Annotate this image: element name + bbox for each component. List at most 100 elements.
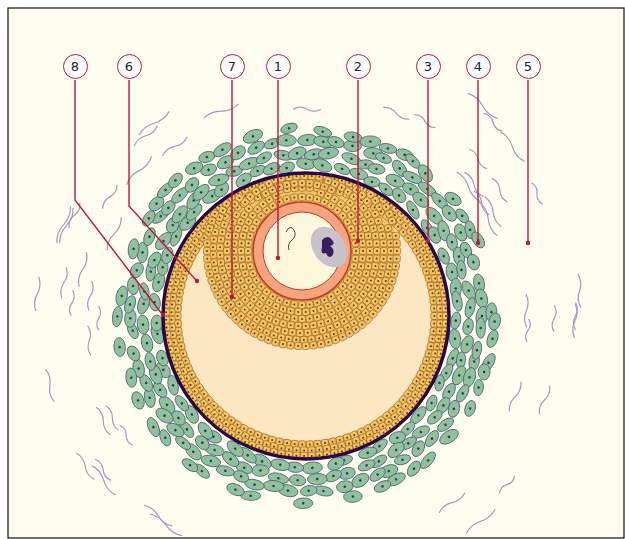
cell-nucleus [200,469,204,473]
cell-nucleus [163,414,167,418]
cell-nucleus [409,230,412,233]
cell-nucleus [381,485,384,488]
cell-nucleus [407,237,410,240]
cell-nucleus [262,297,265,300]
cell-nucleus [491,337,494,340]
cell-nucleus [289,310,291,312]
cell-nucleus [460,214,464,218]
cell-nucleus [399,219,402,222]
theca-cell [446,399,461,419]
cell-nucleus [130,376,133,379]
cell-body [263,480,285,493]
cell-nucleus [322,140,325,143]
cell-nucleus [286,198,288,200]
cell-nucleus [326,448,328,450]
cell-nucleus [225,423,228,426]
cell-nucleus [388,420,391,423]
cell-nucleus [452,407,455,410]
cell-nucleus [439,307,441,309]
cell-body [139,333,154,353]
cell-nucleus [451,197,455,201]
cell-nucleus [351,144,354,147]
cell-nucleus [169,281,171,283]
cell-nucleus [154,373,157,376]
theca-cell [409,439,427,459]
cell-nucleus [493,320,496,323]
cell-nucleus [294,443,296,445]
stroma-fibre [69,290,74,315]
cell-nucleus [411,159,415,163]
theca-cell [125,368,138,388]
cell-nucleus [137,367,140,370]
cell-nucleus [180,345,182,347]
cell-nucleus [339,297,342,300]
cell-nucleus [249,494,252,497]
cell-body [343,490,362,502]
cell-nucleus [166,254,169,257]
cell-nucleus [167,341,169,343]
cell-nucleus [207,168,210,171]
cell-nucleus [432,374,435,377]
cell-nucleus [249,235,251,237]
cell-nucleus [258,447,261,450]
cell-nucleus [236,151,240,155]
cell-nucleus [352,136,355,139]
cell-nucleus [186,221,190,225]
cell-nucleus [447,212,451,216]
cell-nucleus [244,435,247,438]
cell-nucleus [312,153,315,156]
theca-cells [111,121,502,509]
cell-nucleus [445,315,447,317]
cell-body [125,368,138,388]
cell-nucleus [429,263,432,266]
cell-nucleus [165,403,169,407]
cell-body [456,260,467,280]
cell-nucleus [280,453,282,455]
cell-nucleus [445,323,447,325]
cell-nucleus [350,157,353,160]
stroma-fibre [525,294,529,327]
cell-nucleus [273,445,275,447]
theca-cell [405,459,424,479]
theca-cell [145,416,162,439]
cell-nucleus [256,434,259,437]
cell-nucleus [428,277,430,279]
cell-nucleus [293,196,295,198]
cell-nucleus [454,319,457,322]
cell-nucleus [334,462,338,466]
cell-nucleus [425,270,428,273]
theca-cell [180,456,200,474]
theca-cell [456,260,467,280]
cell-nucleus [321,164,324,167]
cell-nucleus [472,260,475,263]
cell-nucleus [362,442,365,445]
cell-nucleus [149,270,152,273]
cell-nucleus [354,220,357,223]
cell-nucleus [128,303,131,306]
cell-nucleus [173,288,175,290]
theca-cell [114,285,130,307]
cell-nucleus [251,214,254,217]
frame [8,8,624,538]
cell-nucleus [230,419,233,422]
cell-nucleus [438,199,442,203]
cell-nucleus [440,277,442,279]
theca-cell [485,329,501,349]
cell-nucleus [327,305,330,308]
cell-nucleus [190,183,194,187]
cell-nucleus [422,263,425,266]
cell-nucleus [132,352,136,356]
cell-nucleus [450,241,453,244]
cell-nucleus [240,242,242,244]
cell-nucleus [431,338,433,340]
cell-nucleus [414,236,417,239]
cell-nucleus [440,315,442,317]
cell-nucleus [272,485,275,488]
cell-body [276,134,296,146]
cell-nucleus [213,448,216,451]
cell-nucleus [439,300,441,302]
theca-cell [127,277,140,296]
theca-cell [450,290,464,312]
cell-nucleus [220,188,224,192]
cell-nucleus [275,194,278,197]
